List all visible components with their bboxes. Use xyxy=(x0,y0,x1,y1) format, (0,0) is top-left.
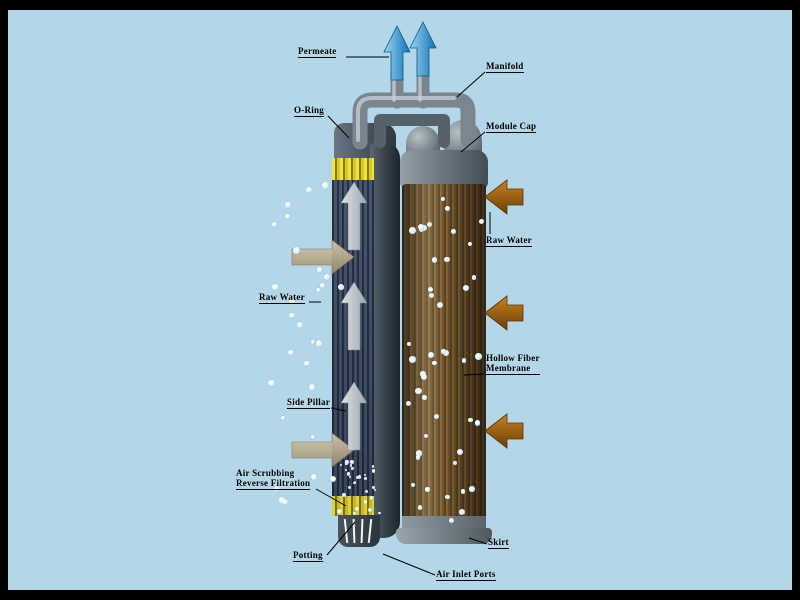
label-air-inlet-ports: Air Inlet Ports xyxy=(436,569,496,581)
label-raw-water-left: Raw Water xyxy=(259,292,305,304)
bubble xyxy=(278,497,286,504)
bubble xyxy=(308,384,316,391)
skirt-flange xyxy=(396,528,492,544)
air-inlet-port xyxy=(343,518,349,544)
potting-band xyxy=(332,496,374,516)
label-air-scrubbing-line2: Reverse Filtration xyxy=(236,478,311,490)
air-inlet-port xyxy=(360,518,364,544)
bubble xyxy=(297,321,304,329)
label-hollow-fiber-line1: Hollow Fiber xyxy=(486,353,540,363)
bubble xyxy=(323,274,330,281)
label-air-scrubbing-line1: Air Scrubbing xyxy=(236,468,295,478)
bubble xyxy=(305,186,312,194)
bubble xyxy=(285,202,291,208)
label-hollow-fiber-line2: Membrane xyxy=(486,363,540,375)
bubble xyxy=(310,473,317,481)
label-hollow-fiber-membrane: Hollow Fiber Membrane xyxy=(486,353,540,375)
hollow-fiber-membrane-body xyxy=(402,184,486,520)
left-module-interior xyxy=(332,158,374,516)
air-inlet-port xyxy=(352,518,356,544)
bubble xyxy=(319,282,325,288)
permeate-arrows xyxy=(383,21,437,81)
bubble xyxy=(315,287,321,293)
bubbles-layer xyxy=(8,10,792,590)
label-o-ring: O-Ring xyxy=(294,105,325,117)
label-side-pillar: Side Pillar xyxy=(287,397,330,409)
bubble xyxy=(316,340,323,347)
right-module-cap xyxy=(400,150,488,190)
raw-water-arrows xyxy=(484,179,524,449)
side-pillar-shell xyxy=(370,142,400,538)
air-inlet-ports-section xyxy=(338,515,380,547)
bubble xyxy=(284,214,290,219)
bubble xyxy=(316,266,323,273)
bubble xyxy=(288,349,294,356)
bubble xyxy=(280,415,286,421)
air-inlet-port xyxy=(367,518,373,544)
label-module-cap: Module Cap xyxy=(486,121,537,133)
bubble xyxy=(268,379,275,386)
label-raw-water-right: Raw Water xyxy=(486,235,532,247)
bubble xyxy=(271,221,277,228)
o-ring-band xyxy=(332,158,374,180)
bubble xyxy=(271,283,279,291)
label-skirt: Skirt xyxy=(488,537,509,549)
bubble xyxy=(281,498,289,506)
bubble xyxy=(310,339,316,345)
bubble xyxy=(304,361,310,367)
label-potting: Potting xyxy=(293,550,323,562)
diagram-canvas: Permeate Manifold O-Ring Module Cap Raw … xyxy=(8,10,792,590)
bubble xyxy=(292,246,300,254)
bubble xyxy=(310,434,316,440)
label-air-scrubbing: Air Scrubbing Reverse Filtration xyxy=(236,468,311,490)
bubble xyxy=(289,312,295,318)
label-permeate: Permeate xyxy=(298,46,337,58)
label-manifold: Manifold xyxy=(486,61,524,73)
bubble xyxy=(322,182,329,189)
